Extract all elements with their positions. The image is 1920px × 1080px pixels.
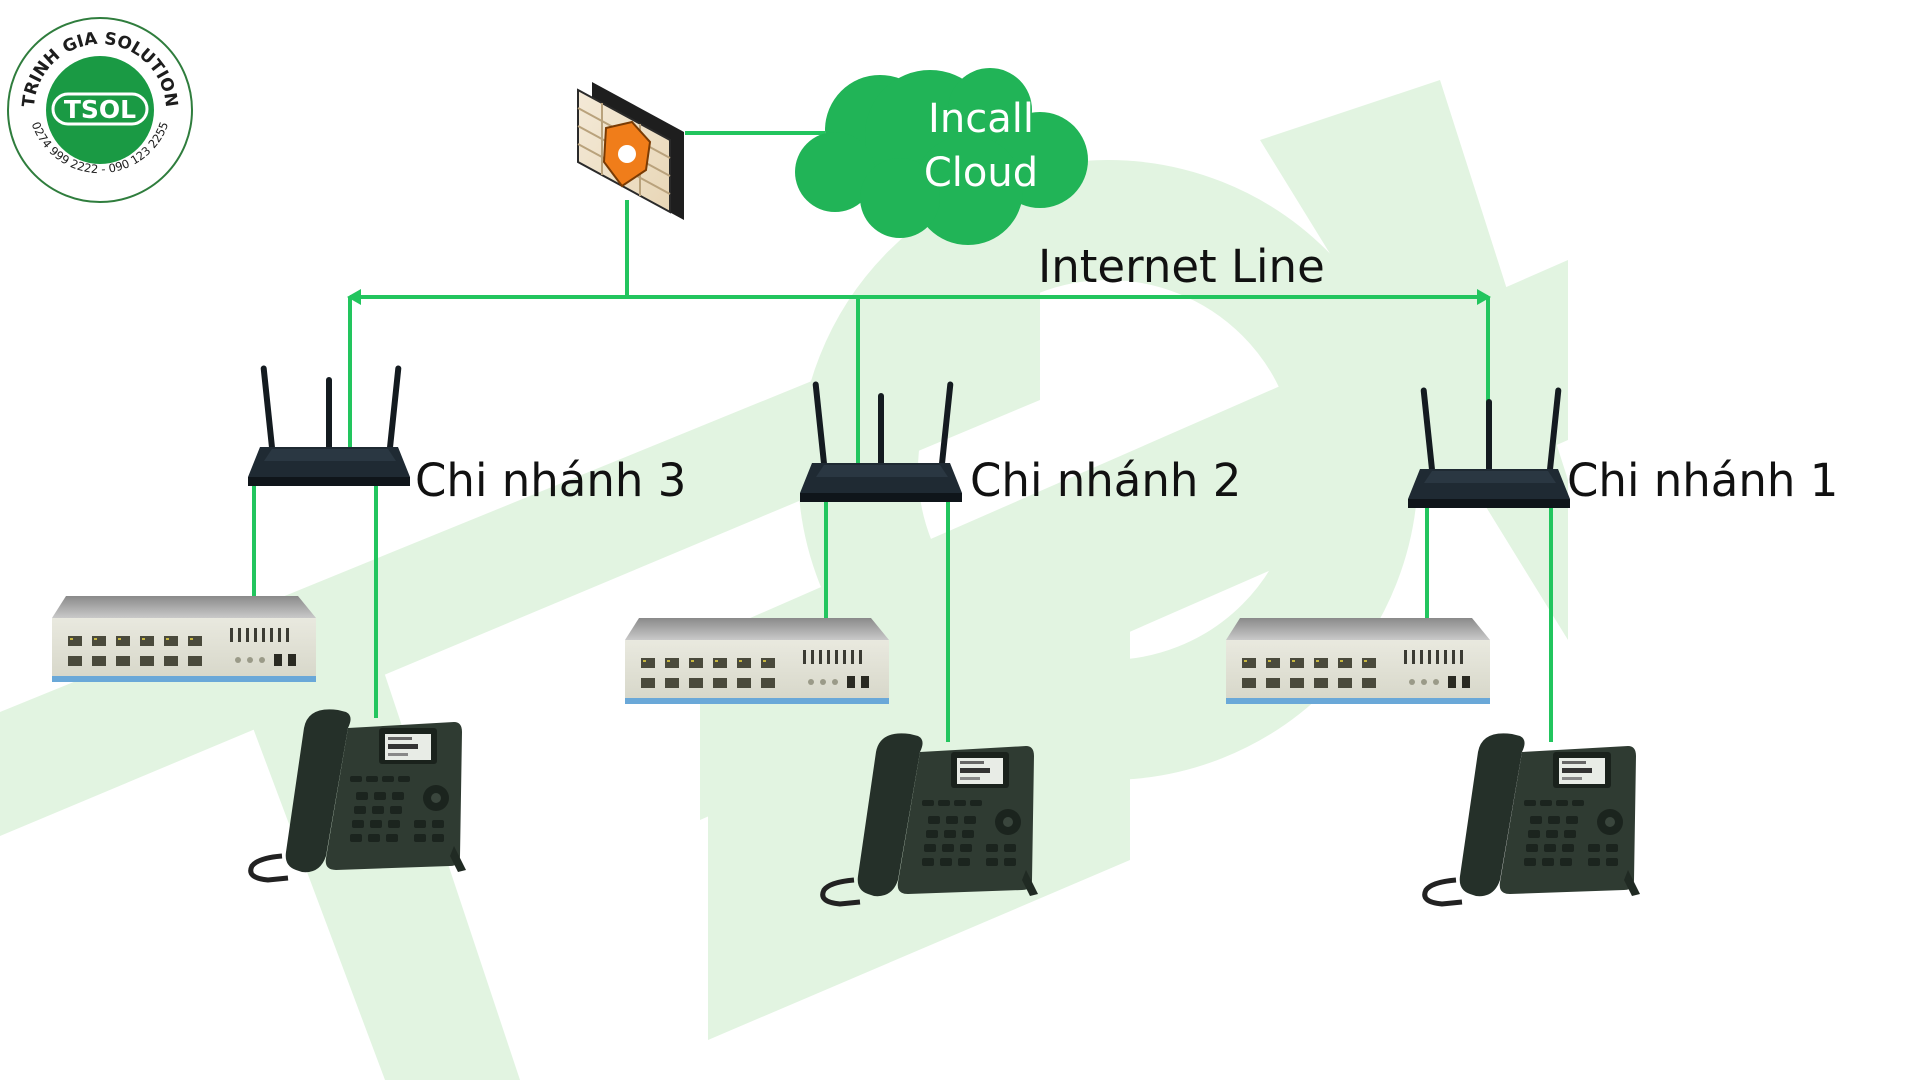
branch-1-label: Chi nhánh 1 (1567, 454, 1839, 507)
internet-line-label: Internet Line (1038, 240, 1325, 293)
ip-phone-branch-1-icon (1425, 733, 1640, 904)
switch-branch-2-icon (625, 618, 889, 704)
branch-2-label: Chi nhánh 2 (970, 454, 1242, 507)
internet-line-arrows (347, 289, 1491, 305)
switch-branch-1-icon (1226, 618, 1490, 704)
firewall-icon (577, 82, 684, 220)
watermark (0, 80, 1568, 1080)
incall-cloud-icon (795, 68, 1088, 245)
brand-logo: TRINH GIA SOLUTION 0274 999 2222 - 090 1… (7, 17, 193, 203)
branch-3-label: Chi nhánh 3 (415, 454, 687, 507)
cloud-label-line-1: Incall (928, 96, 1034, 142)
cloud-label: Incall Cloud (861, 92, 1101, 200)
cloud-label-line-2: Cloud (923, 150, 1039, 196)
switch-branch-3-icon (52, 596, 316, 682)
router-branch-3-icon (248, 365, 410, 486)
logo-initials: TSOL (64, 95, 136, 124)
